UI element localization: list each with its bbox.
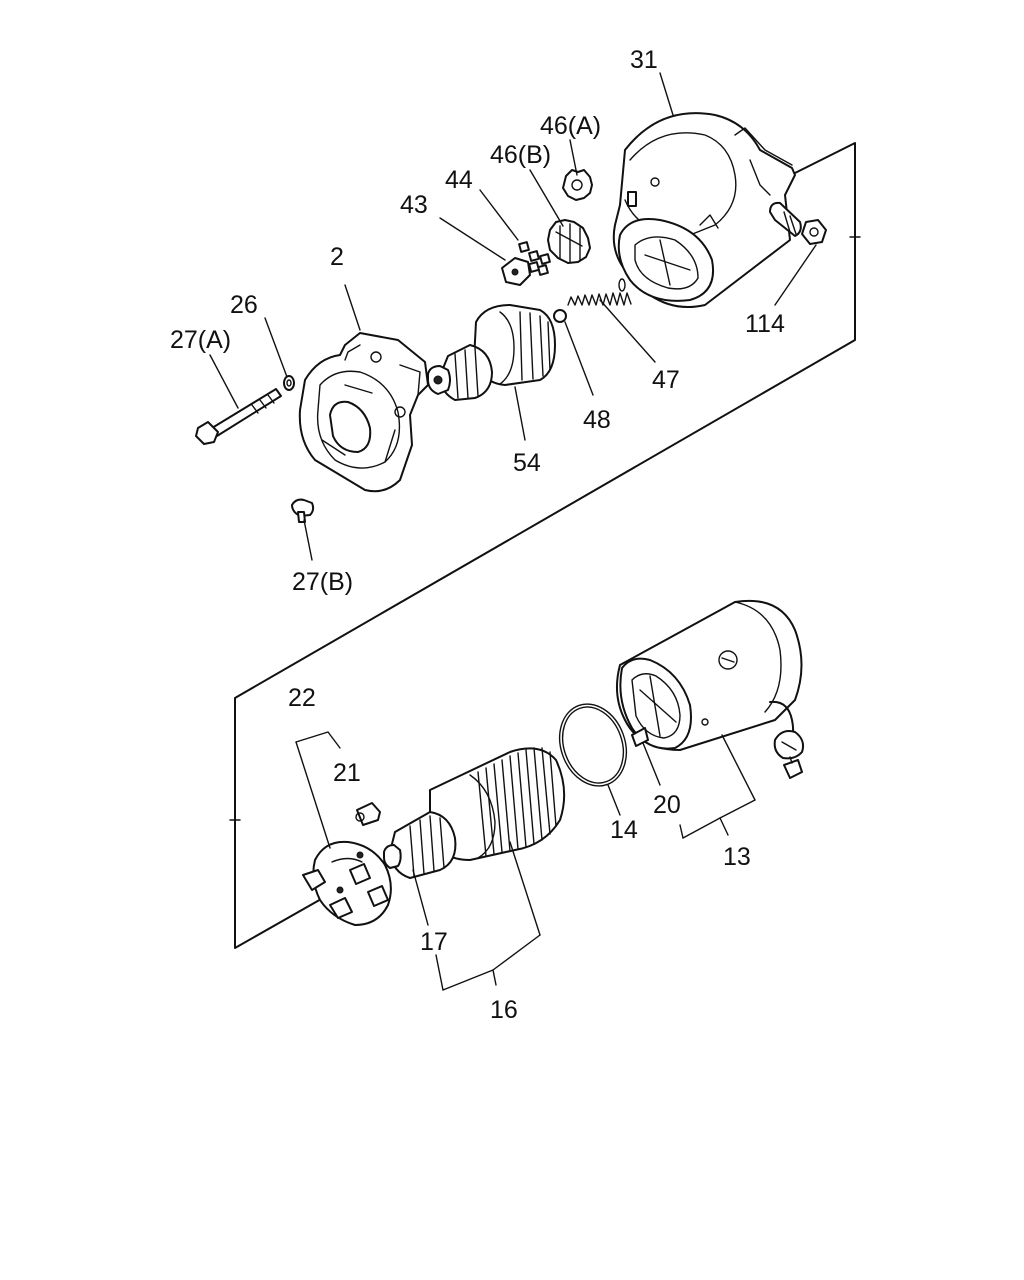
part-26-washer — [283, 375, 295, 391]
callout-labels: 31 46(A) 46(B) 44 43 2 26 27(A) 114 47 4… — [170, 46, 785, 1024]
callout-54: 54 — [513, 449, 541, 477]
armature-windings — [477, 747, 557, 857]
leader-lines — [209, 72, 817, 991]
callout-2: 2 — [330, 243, 344, 271]
callout-13: 13 — [723, 843, 751, 871]
part-31-gear-housing — [612, 112, 796, 308]
callout-46a: 46(A) — [540, 112, 601, 140]
part-46b-idler-gear — [547, 219, 591, 264]
callout-44: 44 — [445, 166, 473, 194]
part-21-brush — [355, 802, 381, 826]
callout-114: 114 — [745, 310, 785, 338]
part-47-spring — [567, 278, 632, 306]
callout-27a: 27(A) — [170, 326, 231, 354]
part-22-brush-holder — [302, 840, 392, 926]
callout-47: 47 — [652, 366, 680, 394]
callout-31: 31 — [630, 46, 658, 74]
part-16-armature — [383, 747, 566, 879]
callout-17: 17 — [420, 928, 448, 956]
part-27a-through-bolt — [195, 388, 282, 445]
callout-43: 43 — [400, 191, 428, 219]
part-27b-screw — [291, 498, 315, 523]
callout-20: 20 — [653, 791, 681, 819]
callout-14: 14 — [610, 816, 638, 844]
callout-22: 22 — [288, 684, 316, 712]
part-43-retainer — [501, 257, 531, 286]
callout-46b: 46(B) — [490, 141, 551, 169]
part-54-overrunning-clutch — [427, 304, 556, 401]
callout-27b: 27(B) — [292, 568, 353, 596]
callout-16: 16 — [490, 996, 518, 1024]
callout-26: 26 — [230, 291, 258, 319]
assembly-boundary-frame — [229, 142, 861, 949]
part-14-o-ring — [558, 703, 628, 787]
part-114-terminal-nut — [769, 201, 827, 245]
callout-21: 21 — [333, 759, 361, 787]
part-13-yoke-assembly — [615, 599, 805, 779]
part-44-rollers — [518, 241, 551, 276]
callout-48: 48 — [583, 406, 611, 434]
part-2-drive-end-housing — [298, 332, 429, 493]
part-48-steel-ball — [553, 309, 567, 323]
